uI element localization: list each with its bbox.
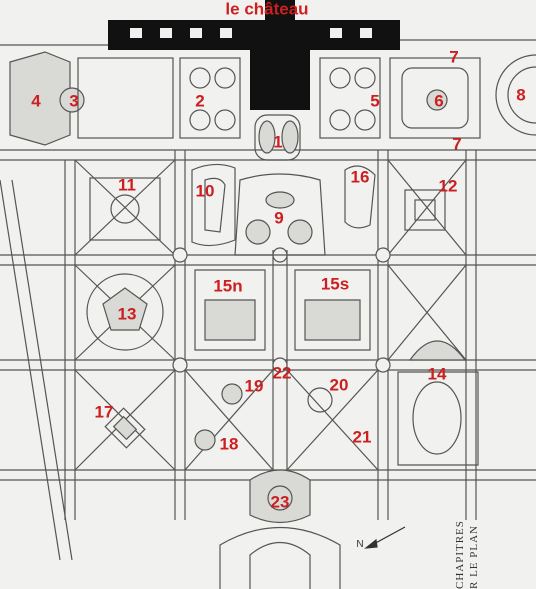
- label-6: 6: [434, 91, 444, 111]
- label-22: 22: [272, 363, 292, 383]
- label-5: 5: [370, 91, 380, 111]
- label-10: 10: [195, 181, 215, 201]
- label-8: 8: [516, 85, 526, 105]
- label-13: 13: [117, 304, 137, 324]
- label-16: 16: [350, 167, 370, 187]
- label-9: 9: [274, 208, 284, 228]
- label-7-top: 7: [449, 47, 459, 67]
- label-1: 1: [273, 132, 283, 152]
- label-4: 4: [31, 91, 41, 111]
- label-20: 20: [329, 375, 349, 395]
- label-3: 3: [69, 91, 79, 111]
- label-2: 2: [195, 91, 205, 111]
- label-15n: 15n: [213, 276, 243, 296]
- label-11: 11: [118, 175, 136, 195]
- label-15s: 15s: [320, 274, 350, 294]
- side-text-plan: R LE PLAN: [468, 525, 480, 589]
- side-text-chapitres: CHAPITRES: [454, 520, 466, 589]
- label-7-bottom: 7: [452, 134, 462, 154]
- label-17: 17: [94, 402, 114, 422]
- label-23: 23: [270, 492, 290, 512]
- label-21: 21: [352, 427, 372, 447]
- label-chateau: le château: [225, 0, 309, 19]
- label-19: 19: [244, 376, 264, 396]
- compass-n: N: [356, 539, 364, 550]
- label-14: 14: [427, 364, 447, 384]
- label-18: 18: [219, 434, 239, 454]
- label-12: 12: [438, 176, 458, 196]
